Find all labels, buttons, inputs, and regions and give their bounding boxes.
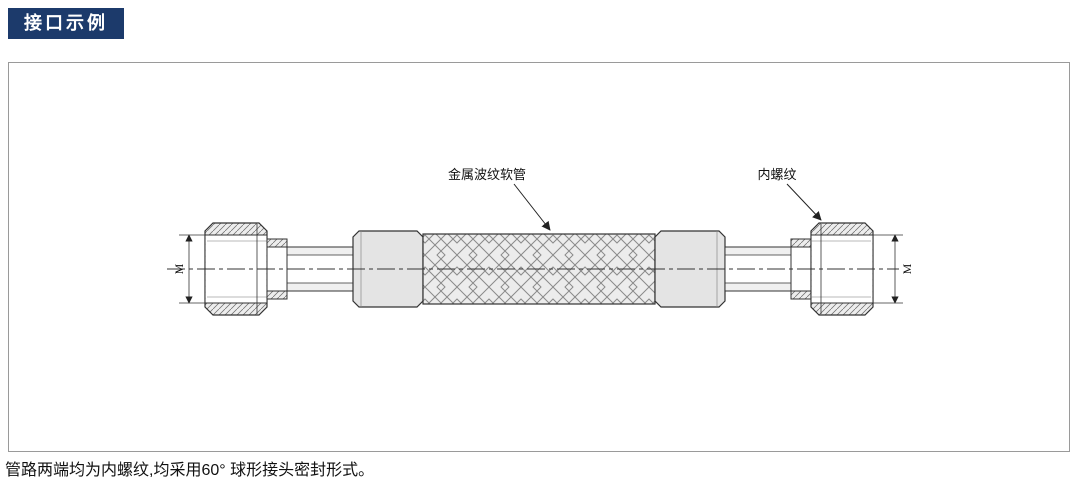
hose-label: 金属波纹软管	[448, 167, 526, 182]
hose-callout: 金属波纹软管	[448, 167, 551, 231]
dimension-left-label: M	[172, 263, 186, 274]
caption-text: 管路两端均为内螺纹,均采用60° 球形接头密封形式。	[5, 462, 375, 479]
drawing-frame: M M 金属波纹软管 内螺纹	[8, 62, 1070, 452]
hose-technical-drawing: M M 金属波纹软管 内螺纹	[167, 167, 914, 316]
section-badge: 接口示例	[8, 8, 124, 39]
dimension-right-label: M	[900, 263, 914, 274]
thread-callout: 内螺纹	[757, 167, 822, 221]
dimension-left: M	[172, 234, 205, 304]
section-badge-label: 接口示例	[24, 13, 108, 33]
thread-label: 内螺纹	[757, 167, 796, 182]
dimension-right: M	[873, 234, 914, 304]
